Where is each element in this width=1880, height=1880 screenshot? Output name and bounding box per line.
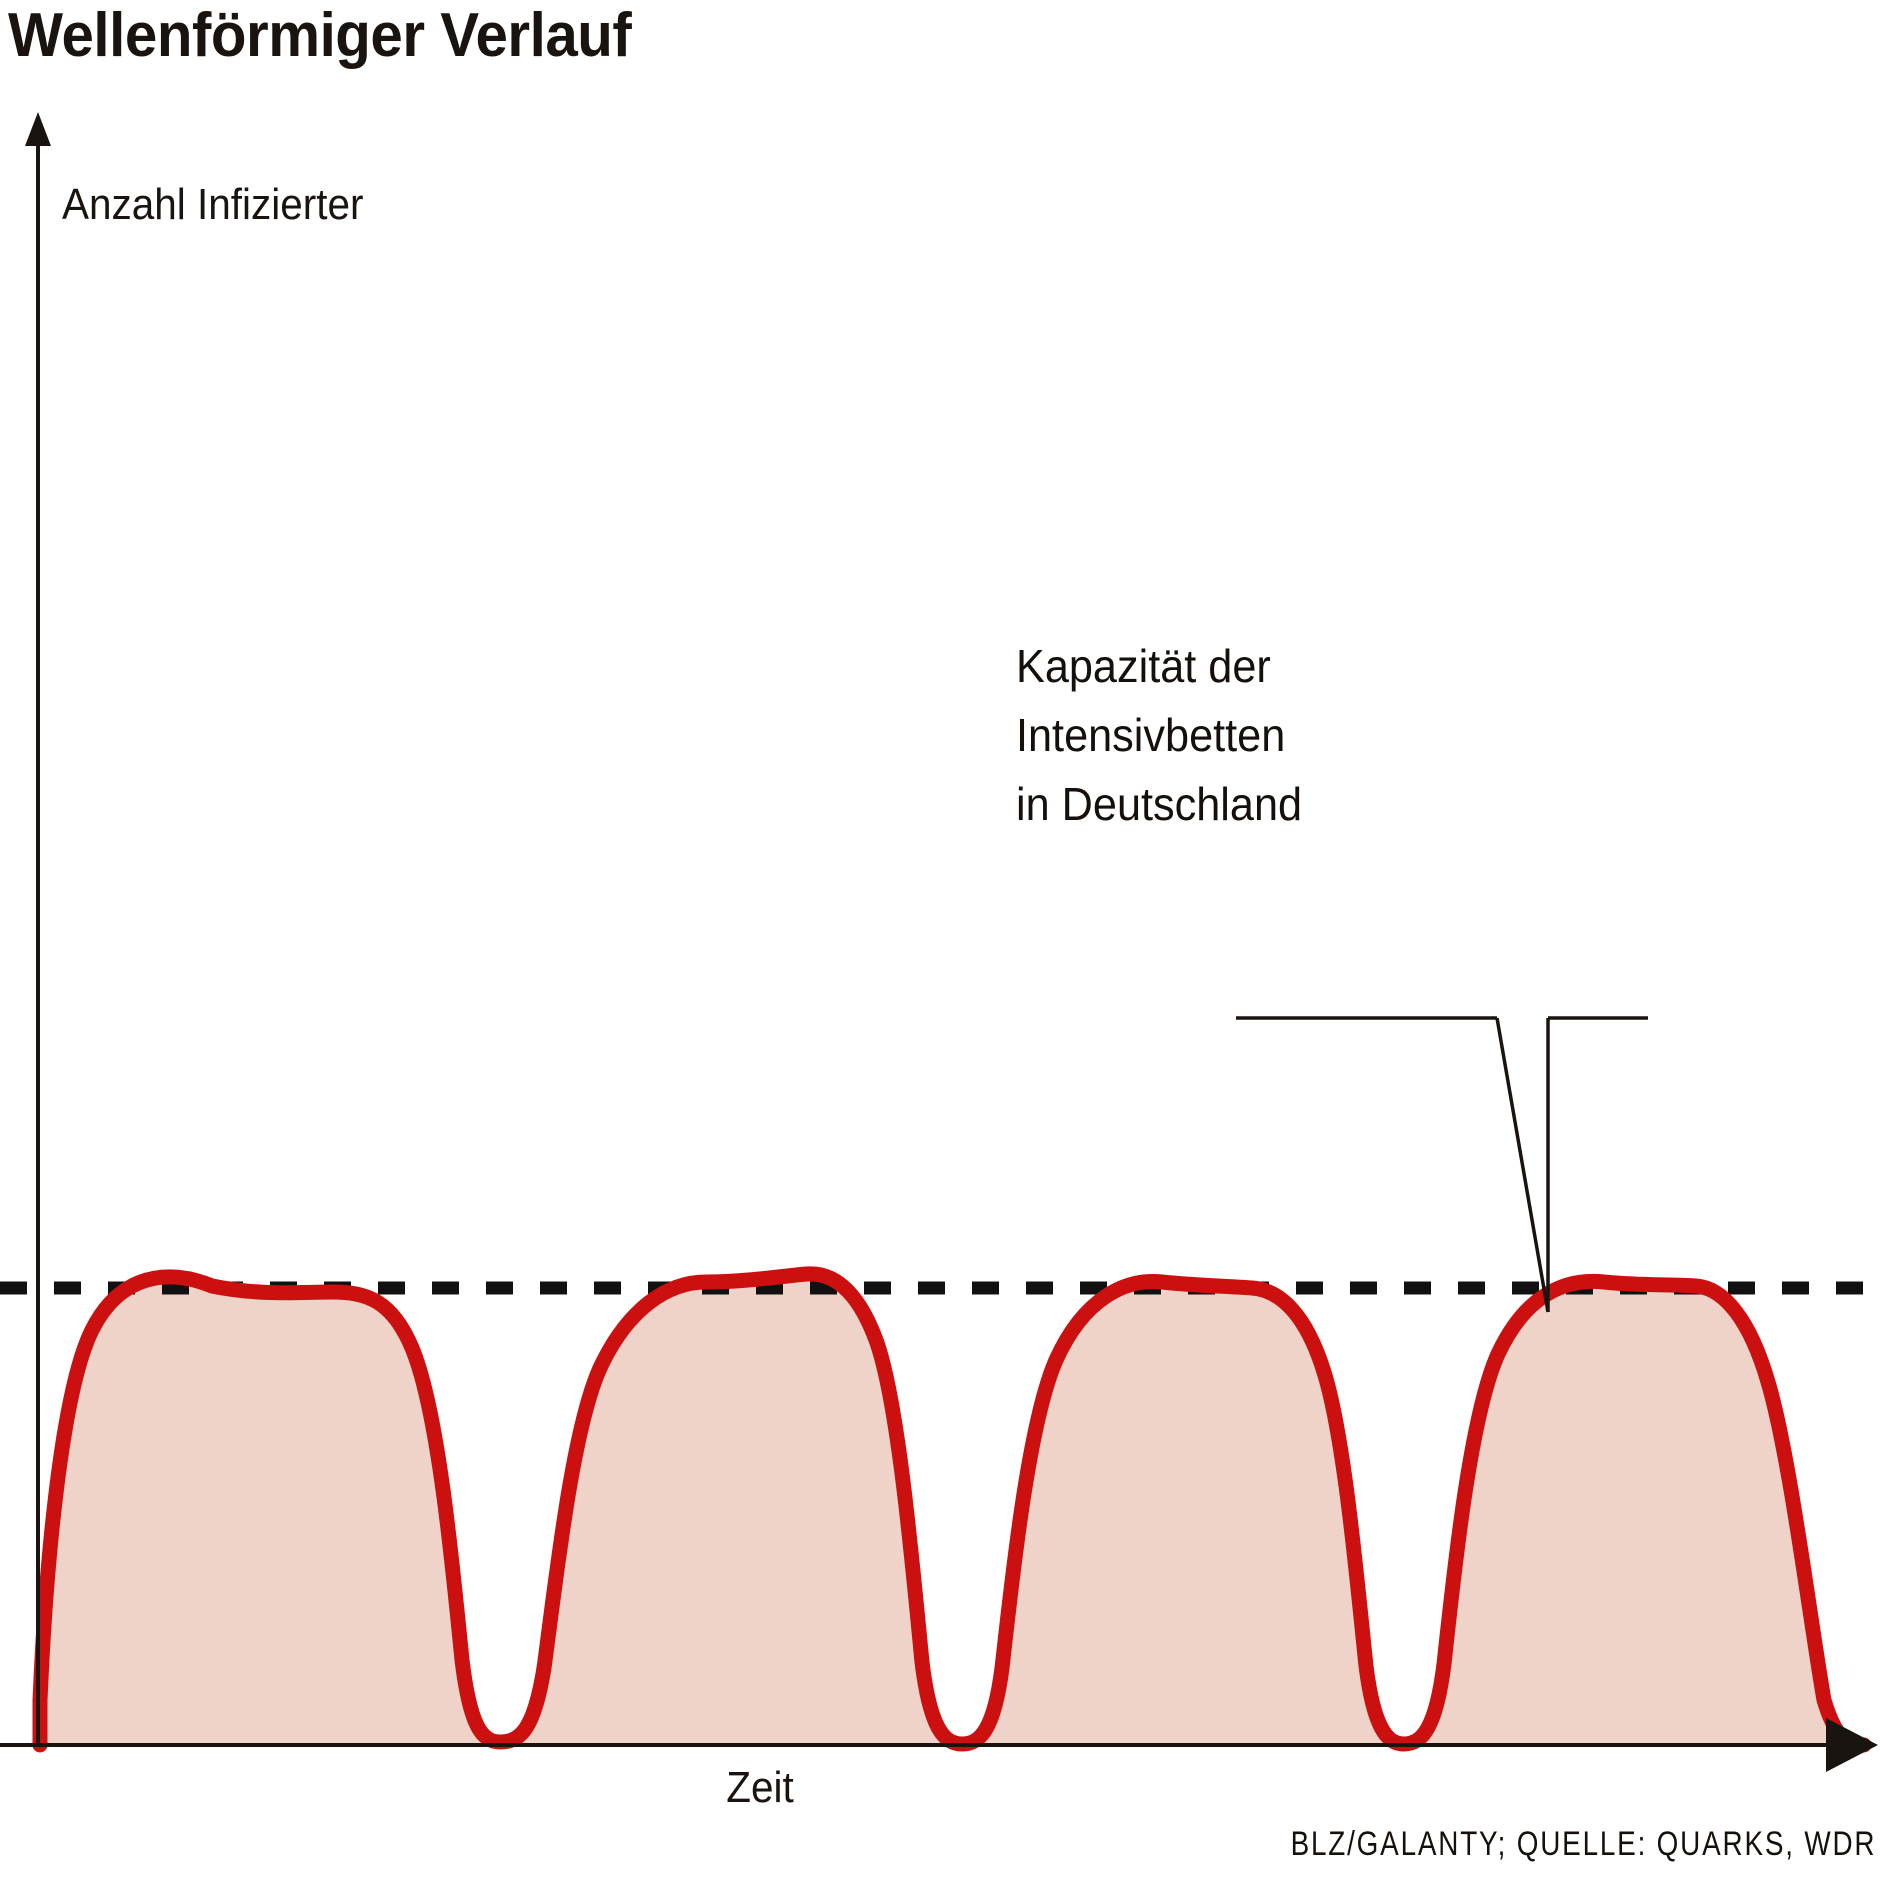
y-axis-label: Anzahl Infizierter xyxy=(62,180,364,229)
page-title: Wellenförmiger Verlauf xyxy=(8,1,632,70)
capacity-annotation-line-2: Intensivbetten xyxy=(1016,709,1286,761)
infection-curve-line xyxy=(32,1266,1872,1753)
capacity-annotation-line-1: Kapazität der xyxy=(1016,640,1271,692)
annotation-leader-lines xyxy=(1236,1016,1648,1313)
capacity-annotation: Kapazität der Intensivbetten in Deutschl… xyxy=(1016,632,1302,839)
y-axis-arrowhead xyxy=(25,112,51,146)
capacity-annotation-line-3: in Deutschland xyxy=(1016,778,1303,830)
infection-curve-area xyxy=(40,1273,1864,1745)
x-axis-label: Zeit xyxy=(726,1763,794,1812)
x-axis-arrowhead xyxy=(1826,1718,1878,1772)
source-credit: BLZ/GALANTY; QUELLE: QUARKS, WDR xyxy=(1290,1825,1876,1863)
